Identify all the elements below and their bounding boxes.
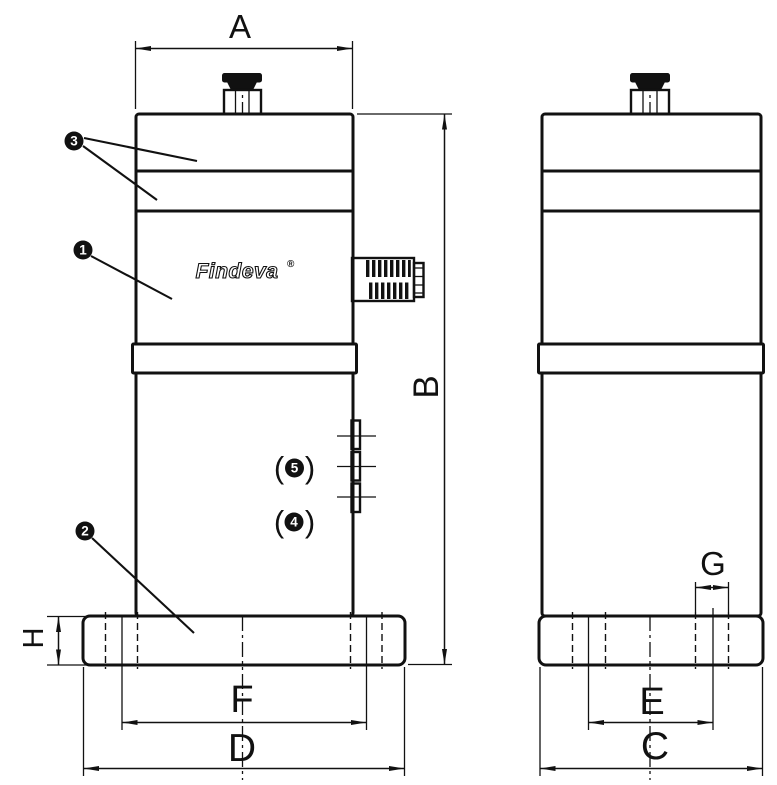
- dimension-C: C: [539, 667, 764, 776]
- dimension-A: A: [134, 8, 354, 109]
- callout-1-badge: [73, 240, 93, 260]
- body-ring-band-front: [131, 342, 358, 375]
- dimension-G-label: G: [700, 545, 726, 582]
- dimension-F-label: F: [230, 679, 253, 721]
- strip-segment: [350, 419, 362, 451]
- dimension-D-label: D: [228, 727, 256, 770]
- callout-5-number: 5: [291, 461, 299, 476]
- callout-2-number: 2: [81, 524, 89, 539]
- dimension-B-label: B: [407, 375, 446, 398]
- callout-1-number: 1: [79, 243, 87, 258]
- plug-thread-teeth: [366, 260, 411, 299]
- callout-3-number: 3: [70, 134, 78, 149]
- front-view: Findeva ®: [81, 73, 425, 780]
- dimension-B: B: [357, 113, 452, 666]
- exhaust-plug: [350, 256, 425, 303]
- paren-close: ): [305, 450, 315, 485]
- strip-segment: [350, 450, 362, 482]
- dimension-E-label: E: [639, 681, 664, 723]
- brand-logo: Findeva: [196, 260, 279, 283]
- paren-close: ): [305, 504, 315, 539]
- callout-4-optional: ( 4 ): [274, 504, 315, 539]
- callout-2: 2: [75, 521, 195, 634]
- dimension-F: F: [121, 616, 368, 730]
- dimension-H-label: H: [18, 628, 50, 649]
- dimension-C-label: C: [641, 725, 669, 768]
- callout-4-number: 4: [290, 515, 298, 530]
- side-port-strip: [337, 419, 376, 514]
- callout-5-badge: [285, 458, 304, 478]
- dimension-H: H: [18, 615, 92, 666]
- fitting-collet: [227, 82, 257, 90]
- paren-open: (: [274, 504, 285, 539]
- mounting-flange-front: [81, 614, 407, 667]
- fitting-cap: [630, 73, 670, 83]
- dimension-G: G: [694, 545, 730, 612]
- callout-3: 3: [64, 131, 198, 201]
- air-inlet-fitting-side: [629, 73, 671, 117]
- callout-1: 1: [73, 240, 173, 300]
- callout-4-badge: [284, 512, 304, 532]
- callout-2-badge: [75, 521, 95, 541]
- dimension-A-label: A: [229, 8, 251, 45]
- registered-mark: ®: [287, 259, 295, 270]
- callout-5-optional: ( 5 ): [274, 450, 315, 485]
- fitting-cap: [222, 73, 262, 83]
- callout-3-badge: [64, 131, 84, 151]
- fitting-collet: [635, 82, 665, 90]
- dimension-E: E: [587, 608, 714, 730]
- plug-end-cap: [412, 261, 425, 299]
- paren-open: (: [274, 450, 285, 485]
- mounting-flange-side: [537, 614, 765, 667]
- dimension-D: D: [82, 667, 406, 776]
- body-ring-band-side: [537, 342, 765, 375]
- side-view: [537, 73, 765, 780]
- strip-segment: [350, 482, 362, 514]
